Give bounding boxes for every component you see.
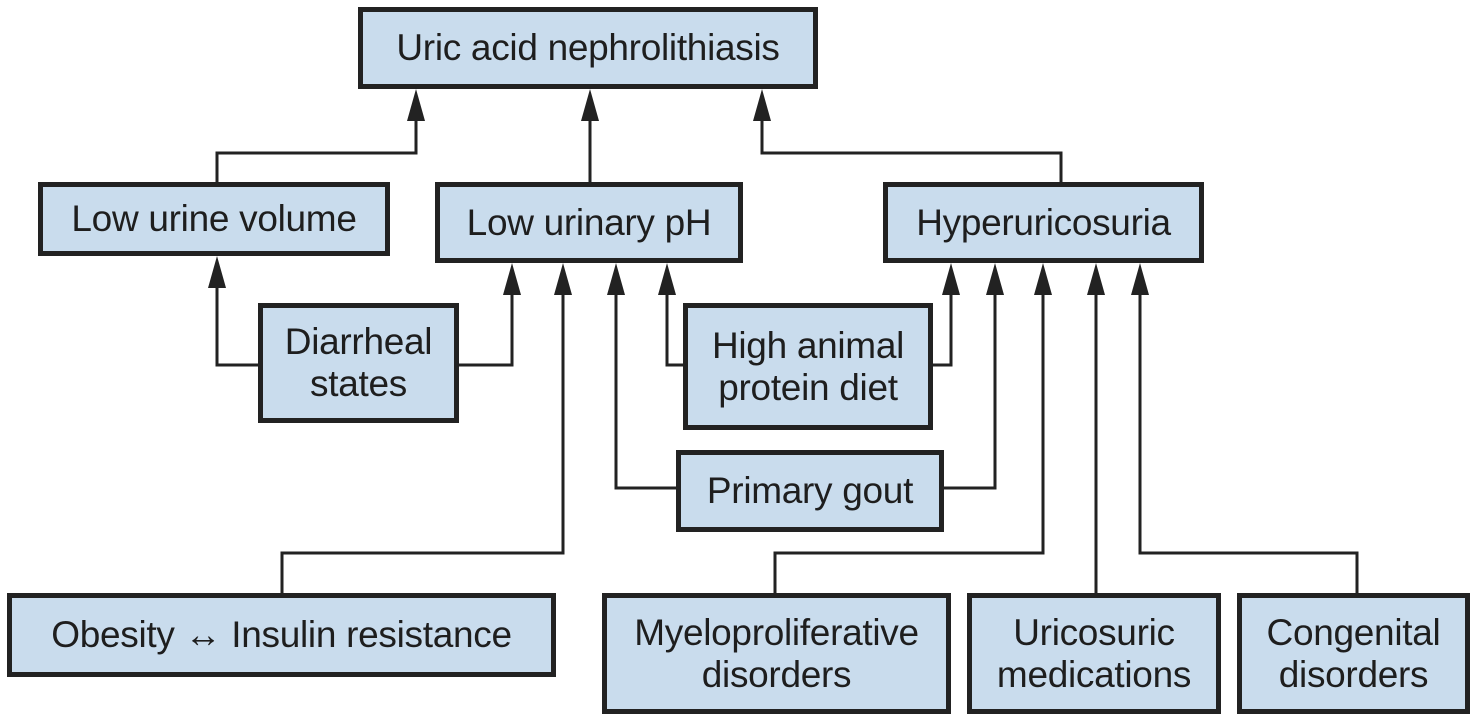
edge-high-animal-protein-diet-to-hyperuricosuria bbox=[933, 263, 960, 367]
edge-congenital-disorders-to-hyperuricosuria bbox=[1131, 263, 1359, 593]
node-myeloproliferative-disorders: Myeloproliferative disorders bbox=[602, 593, 951, 714]
connector-line bbox=[614, 283, 676, 490]
arrowhead-icon bbox=[658, 263, 676, 295]
node-hyperuricosuria: Hyperuricosuria bbox=[883, 182, 1204, 263]
arrowhead-icon bbox=[1034, 263, 1052, 295]
node-uricosuric-medications: Uricosuric medications bbox=[967, 593, 1221, 714]
connector-line bbox=[760, 109, 1063, 182]
edge-diarrheal-states-to-low-urine-volume bbox=[208, 256, 258, 367]
arrowhead-icon bbox=[607, 263, 625, 295]
connector-line bbox=[1138, 283, 1359, 593]
edge-diarrheal-states-to-low-urinary-ph bbox=[459, 263, 521, 367]
arrowhead-icon bbox=[986, 263, 1004, 295]
arrowhead-icon bbox=[1087, 263, 1105, 295]
node-high-animal-protein-diet: High animal protein diet bbox=[683, 303, 933, 430]
connector-line bbox=[944, 283, 997, 490]
connector-line bbox=[773, 283, 1045, 593]
connector-line bbox=[215, 276, 258, 367]
node-congenital-disorders: Congenital disorders bbox=[1237, 593, 1470, 714]
arrowhead-icon bbox=[753, 89, 771, 121]
arrowhead-icon bbox=[1131, 263, 1149, 295]
edge-uricosuric-medications-to-hyperuricosuria bbox=[1087, 263, 1105, 593]
edge-primary-gout-to-low-urinary-ph bbox=[607, 263, 676, 490]
node-primary-gout: Primary gout bbox=[676, 450, 944, 532]
arrowhead-icon bbox=[942, 263, 960, 295]
arrowhead-icon bbox=[581, 89, 599, 121]
edge-high-animal-protein-diet-to-low-urinary-ph bbox=[658, 263, 683, 367]
connector-line bbox=[933, 283, 953, 367]
arrowhead-icon bbox=[554, 263, 572, 295]
connector-line bbox=[280, 283, 565, 593]
arrowhead-icon bbox=[208, 256, 226, 288]
node-obesity-insulin-resistance: Obesity ↔ Insulin resistance bbox=[7, 593, 556, 677]
edge-low-urinary-ph-to-root bbox=[581, 89, 599, 182]
connector-line bbox=[215, 109, 418, 182]
edge-obesity-insulin-resistance-to-low-urinary-ph bbox=[280, 263, 572, 593]
edge-myeloproliferative-disorders-to-hyperuricosuria bbox=[773, 263, 1052, 593]
node-uric-acid-nephrolithiasis: Uric acid nephrolithiasis bbox=[358, 7, 818, 89]
edge-low-urine-volume-to-root bbox=[215, 89, 425, 182]
edge-primary-gout-to-hyperuricosuria bbox=[944, 263, 1004, 490]
edge-hyperuricosuria-to-root bbox=[753, 89, 1063, 182]
connector-line bbox=[665, 283, 683, 367]
arrowhead-icon bbox=[503, 263, 521, 295]
arrowhead-icon bbox=[407, 89, 425, 121]
connector-line bbox=[459, 283, 514, 367]
node-diarrheal-states: Diarrheal states bbox=[258, 303, 459, 423]
node-low-urine-volume: Low urine volume bbox=[38, 182, 390, 256]
node-low-urinary-ph: Low urinary pH bbox=[435, 182, 743, 263]
